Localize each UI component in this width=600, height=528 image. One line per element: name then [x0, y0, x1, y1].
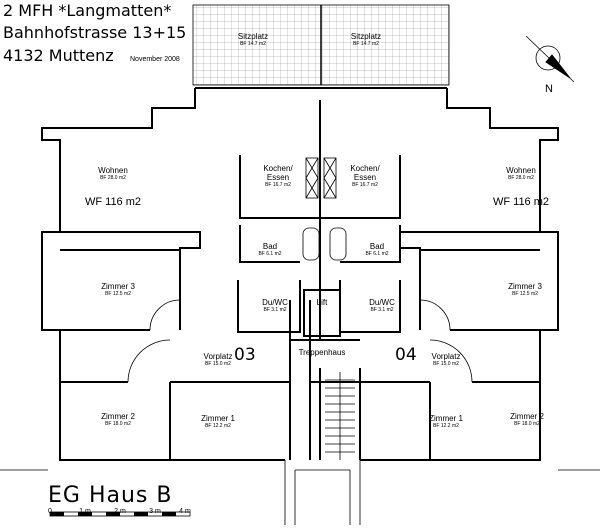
- drawing-title: EG Haus B: [48, 483, 173, 508]
- scale-label: 0: [48, 508, 52, 515]
- scale-label: 2 m: [114, 508, 126, 515]
- unit-number-right: 04: [395, 345, 417, 365]
- room-treppenhaus: Treppenhaus: [298, 348, 346, 357]
- project-date: November 2008: [130, 56, 180, 63]
- project-address: Bahnhofstrasse 13+15: [3, 23, 187, 42]
- terrace-left: [192, 4, 322, 86]
- scale-label: 1 m: [79, 508, 91, 515]
- unit-number-left: 03: [234, 345, 256, 365]
- scale-label: 4 m: [179, 508, 191, 515]
- terrace-right: [320, 4, 450, 86]
- north-label: N: [545, 83, 553, 95]
- project-city: 4132 Muttenz: [3, 46, 114, 65]
- project-title: 2 MFH *Langmatten*: [3, 1, 172, 20]
- walls: [41, 87, 559, 461]
- scale-bar: [49, 511, 191, 517]
- room-lift: Lift: [316, 298, 328, 307]
- scale-label: 3 m: [149, 508, 161, 515]
- north-arrow-icon: [525, 35, 575, 83]
